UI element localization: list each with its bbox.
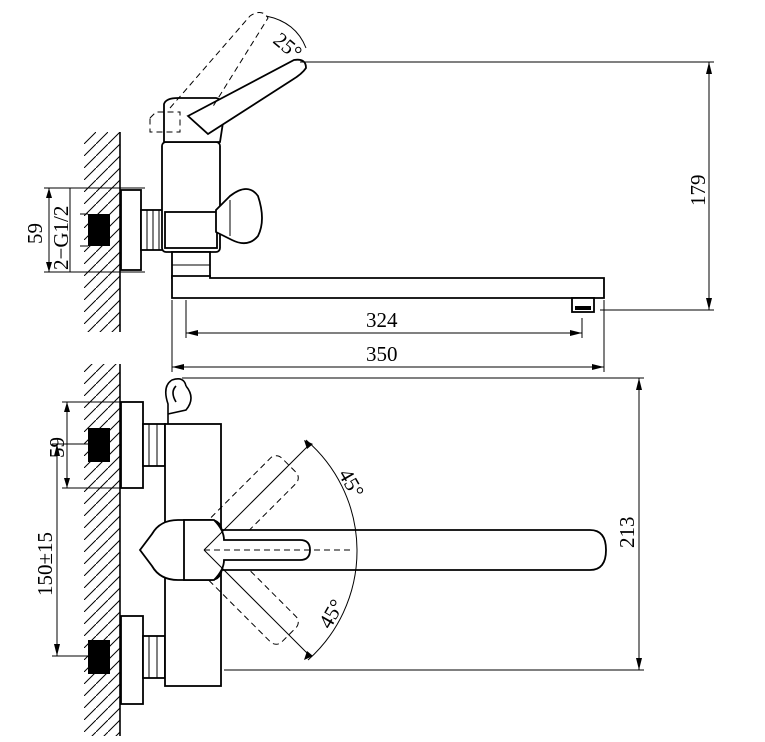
angle-arc-side <box>265 15 307 49</box>
lever-handle-side <box>186 58 307 136</box>
spacing-150-label: 150±15 <box>33 532 57 596</box>
diverter-knob-side <box>215 188 263 245</box>
wall-hatch-front <box>84 364 121 736</box>
upper-nut-front <box>142 423 166 467</box>
spout-side <box>171 275 605 299</box>
upper-flange-front <box>120 401 144 489</box>
upper-connector-front <box>88 428 110 462</box>
angle-indicator-front: 45° 45° <box>203 439 369 661</box>
length-350-label: 350 <box>366 342 398 366</box>
lever-alt-position-side <box>149 12 269 133</box>
thread-label: 2−G1/2 <box>49 206 73 270</box>
lower-nut-front <box>142 635 166 679</box>
dimension-59-side: 59 2−G1/2 <box>23 187 145 273</box>
dimension-324: 324 <box>185 300 583 338</box>
side-view: 25° 179 324 <box>23 12 714 372</box>
height-179-label: 179 <box>686 175 710 207</box>
eccentric-connector-side <box>88 214 110 246</box>
angle-lower-label: 45° <box>314 595 349 632</box>
angle-upper-label: 45° <box>334 465 369 502</box>
dimension-179: 179 <box>300 61 714 311</box>
length-324-label: 324 <box>366 308 398 332</box>
dimension-350: 350 <box>171 300 605 372</box>
dimension-213: 213 <box>182 377 644 671</box>
front-view: 45° 45° 59 150±15 213 <box>33 364 644 736</box>
connection-59-side-label: 59 <box>23 223 47 244</box>
dimension-150: 150±15 <box>33 443 100 657</box>
lower-flange-front <box>120 615 144 705</box>
body-connector-side <box>164 211 218 249</box>
angle-label-25: 25° <box>269 27 307 64</box>
shower-hook-front <box>164 378 187 424</box>
lower-connector-front <box>88 640 110 674</box>
height-213-label: 213 <box>615 517 639 549</box>
wall-flange-side <box>120 189 142 271</box>
